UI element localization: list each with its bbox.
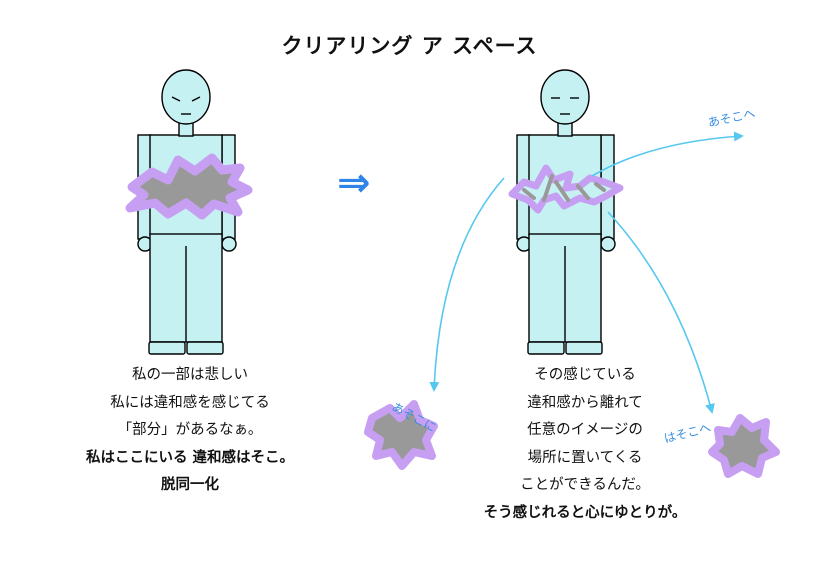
left-head [161,69,211,125]
left-foot-right [186,341,224,355]
caption-line-bold: そう感じれると心にゆとりが。 [483,504,687,521]
blob-moved-left [364,400,438,470]
right-foot-left [527,341,565,355]
caption-line-bold: 脱同一化 [161,477,219,493]
left-sad-face [171,96,201,115]
left-person-figure [137,69,237,355]
caption-line: 違和感から離れて [527,394,643,411]
left-caption: 私の一部は悲しい 私には違和感を感じてる 「部分」があるなぁ。 私はここにいる … [60,362,320,500]
right-remaining-blob [508,164,624,214]
left-hand-right [221,236,237,252]
arrow-to-asokoni [429,177,505,392]
caption-line-bold: 私はここにいる 違和感はそこ。 [85,449,295,466]
caption-line: 私には違和感を感じてる [110,394,270,411]
caption-line: ことができるんだ。 [520,477,650,493]
right-hand-right [600,236,616,252]
right-caption: その感じている 違和感から離れて 任意のイメージの 場所に置いてくる ことができ… [440,362,730,527]
right-person-figure [516,69,616,355]
transition-arrow-icon: ⇒ [337,160,371,206]
left-foot-left [148,341,186,355]
arrow-to-hasokohe [607,211,715,414]
caption-line: その感じている [534,367,636,383]
arrows [429,131,744,414]
caption-line: 任意のイメージの [527,422,643,438]
right-foot-right [565,341,603,355]
caption-line: 「部分」があるなぁ。 [117,422,263,438]
left-discomfort-blob [125,153,253,220]
right-calm-face [551,97,579,115]
blob-moved-right [708,414,780,478]
caption-line: 場所に置いてくる [527,449,643,466]
arrow-to-asokohe [591,131,744,177]
caption-line: 私の一部は悲しい [132,367,248,383]
page-title: クリアリング ア スペース [281,34,538,58]
right-head [540,69,590,125]
